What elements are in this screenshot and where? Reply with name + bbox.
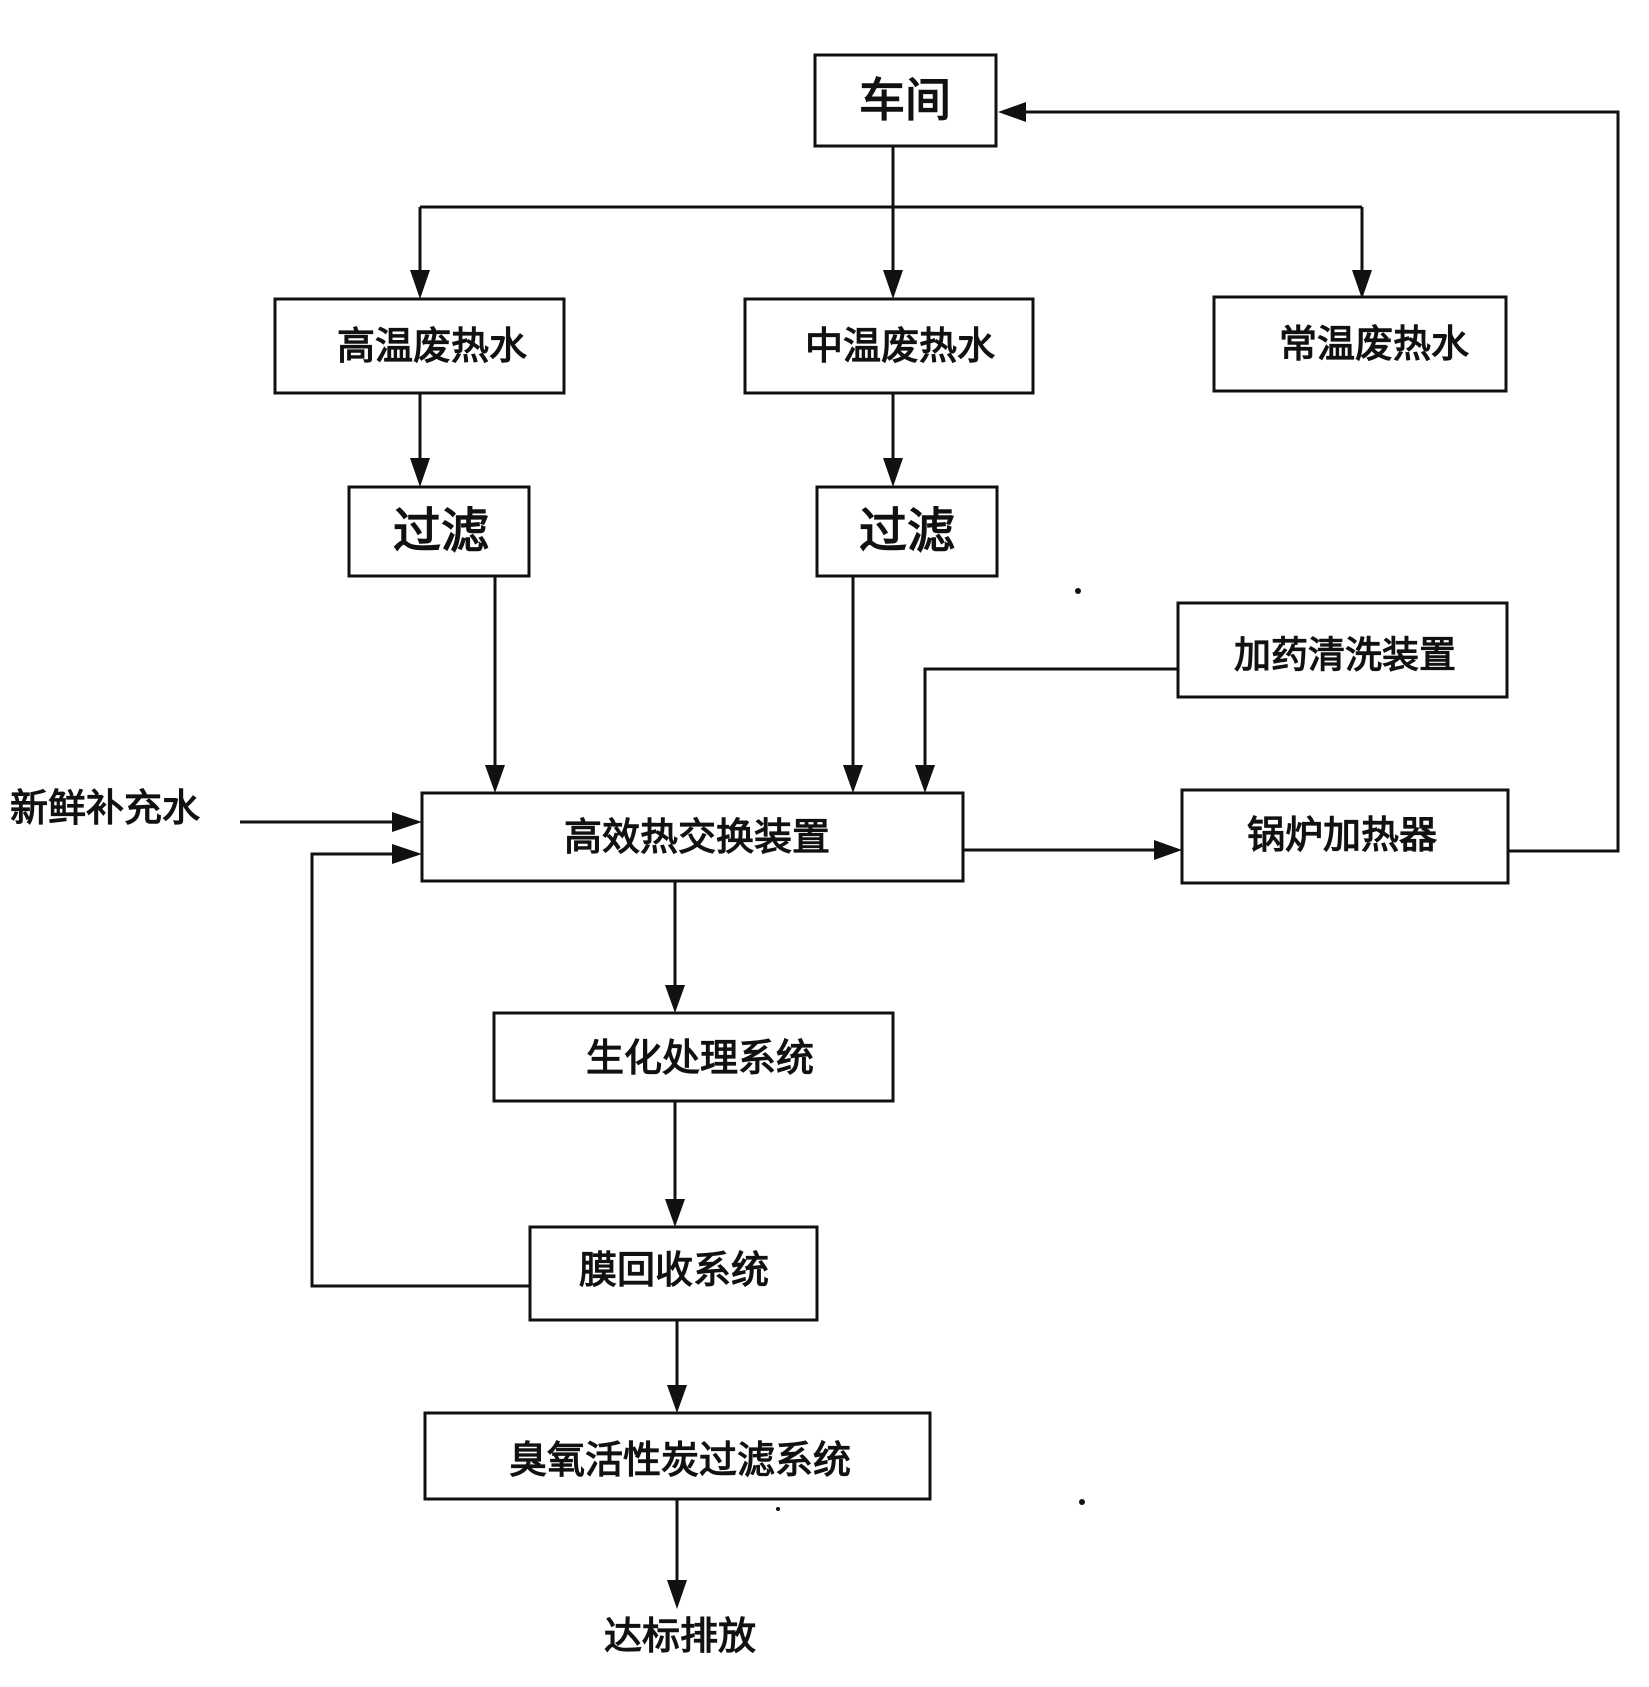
node-biochemical-box [492, 1011, 895, 1103]
arrow-filter-mid-to-exchanger [843, 765, 863, 793]
speck-3 [776, 1507, 780, 1511]
node-normal-temp-water-box [1212, 295, 1508, 393]
speck-1 [1075, 588, 1081, 594]
arrowheads [392, 102, 1372, 1609]
node-mid-temp-water-label: 中温废热水 [805, 324, 996, 368]
connectors [240, 110, 1620, 1585]
arrow-to-boiler [1154, 840, 1182, 860]
node-normal-temp-water: 常温废热水 [1212, 295, 1508, 393]
node-membrane-recovery: 膜回收系统 [528, 1225, 819, 1322]
node-mid-temp-water: 中温废热水 [743, 297, 1035, 395]
node-filter-mid-label: 过滤 [859, 503, 955, 559]
node-normal-temp-water-label: 常温废热水 [1279, 322, 1470, 366]
arrow-filter-high-to-exchanger [485, 765, 505, 793]
node-membrane-recovery-box [528, 1225, 819, 1322]
node-heat-exchanger-box [420, 791, 965, 883]
node-boiler-heater-box [1180, 788, 1510, 885]
node-dosing-cleaning-label: 加药清洗装置 [1234, 634, 1456, 677]
edge-dosing-to-exchanger [923, 667, 1178, 770]
scan-specks [776, 588, 1085, 1511]
node-dosing-cleaning: 加药清洗装置 [1176, 601, 1509, 699]
node-heat-exchanger: 高效热交换装置 [420, 791, 965, 883]
fresh-water-label: 新鲜补充水 [10, 786, 201, 830]
node-biochemical-label: 生化处理系统 [586, 1036, 814, 1080]
node-filter-high-box [347, 485, 531, 578]
arrow-to-workshop [998, 102, 1026, 122]
node-filter-high: 过滤 [347, 485, 531, 578]
arrow-to-filter-mid [883, 458, 903, 487]
node-boiler-heater-label: 锅炉加热器 [1247, 813, 1438, 857]
edge-membrane-recycle [310, 852, 530, 1288]
node-boiler-heater: 锅炉加热器 [1180, 788, 1510, 885]
node-filter-high-label: 过滤 [393, 503, 489, 559]
node-dosing-cleaning-box [1176, 601, 1509, 699]
node-workshop-label: 车间 [859, 73, 951, 127]
node-biochemical: 生化处理系统 [492, 1011, 895, 1103]
arrow-dosing-to-exchanger [915, 765, 935, 793]
arrow-to-normal-temp [1352, 270, 1372, 299]
node-high-temp-water-label: 高温废热水 [337, 324, 528, 368]
node-membrane-recovery-label: 膜回收系统 [579, 1248, 769, 1292]
arrow-membrane-recycle-in [392, 844, 422, 864]
node-heat-exchanger-label: 高效热交换装置 [564, 815, 830, 859]
discharge-label: 达标排放 [604, 1614, 756, 1658]
node-ozone-carbon: 臭氧活性炭过滤系统 [423, 1411, 932, 1501]
node-ozone-carbon-label: 臭氧活性炭过滤系统 [509, 1438, 851, 1482]
node-filter-mid: 过滤 [815, 485, 999, 578]
node-workshop: 车间 [813, 53, 998, 148]
arrow-to-membrane [665, 1199, 685, 1227]
arrow-to-ozone [667, 1385, 687, 1413]
arrow-fresh-water-in [392, 812, 422, 832]
arrow-to-mid-temp [883, 270, 903, 299]
node-filter-mid-box [815, 485, 999, 578]
arrow-to-high-temp [410, 270, 430, 299]
arrow-to-discharge [667, 1580, 687, 1609]
arrow-to-filter-high [410, 458, 430, 487]
edge-boiler-return-to-workshop [1022, 110, 1620, 853]
node-ozone-carbon-box [423, 1411, 932, 1501]
node-high-temp-water-box [273, 297, 566, 395]
node-high-temp-water: 高温废热水 [273, 297, 566, 395]
speck-2 [1079, 1499, 1085, 1505]
node-workshop-box [813, 53, 998, 148]
node-mid-temp-water-box [743, 297, 1035, 395]
arrow-to-biochemical [665, 985, 685, 1013]
